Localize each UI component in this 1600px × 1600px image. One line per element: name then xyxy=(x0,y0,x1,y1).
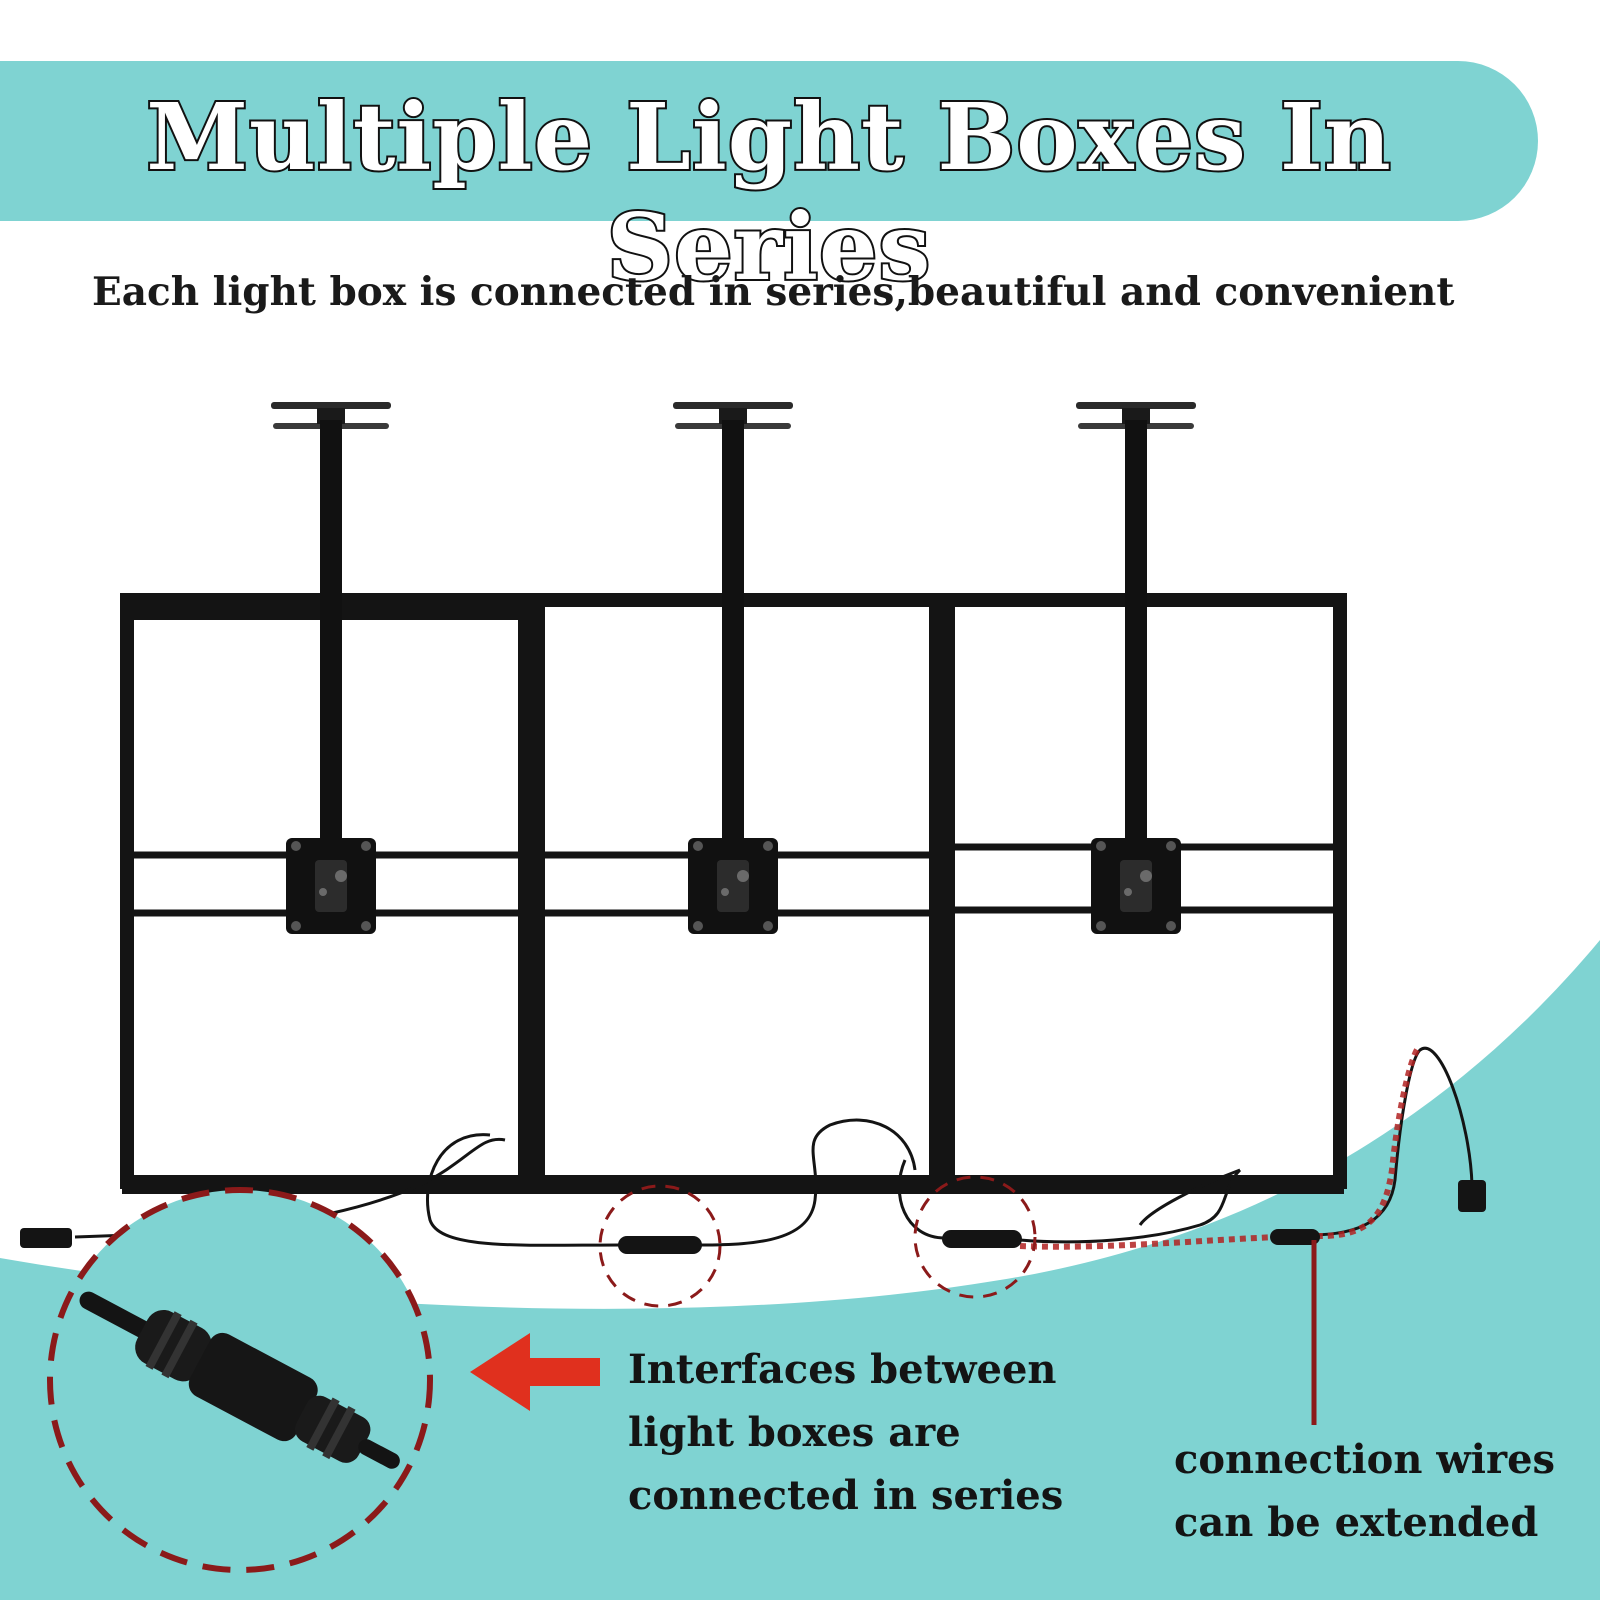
extension-wire-highlight xyxy=(1019,1046,1421,1250)
title-banner xyxy=(0,61,1538,221)
interfaces-caption-line2: light boxes are xyxy=(628,1409,961,1456)
interfaces-caption-line3: connected in series xyxy=(628,1472,1064,1519)
interfaces-caption: Interfaces between light boxes are conne… xyxy=(628,1338,1098,1527)
wires-caption: connection wires can be extended xyxy=(1174,1428,1594,1554)
interfaces-caption-line1: Interfaces between xyxy=(628,1346,1057,1393)
wire-connectors xyxy=(20,1180,1486,1254)
wires-caption-line2: can be extended xyxy=(1174,1499,1539,1546)
wires-caption-line1: connection wires xyxy=(1174,1436,1556,1483)
page-title: Multiple Light Boxes In Series xyxy=(144,81,1393,303)
page-subtitle: Each light box is connected in series,be… xyxy=(92,269,1455,315)
connector-highlight-circles xyxy=(598,1175,1037,1308)
